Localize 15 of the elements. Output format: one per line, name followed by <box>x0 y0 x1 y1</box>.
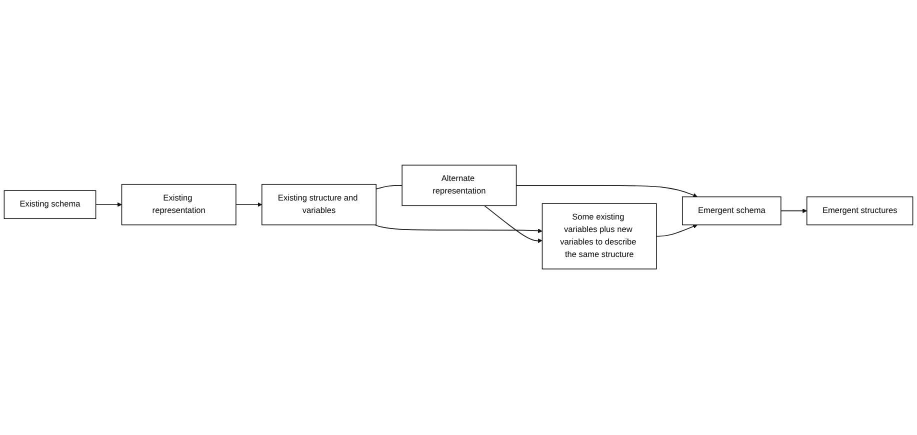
arrow <box>780 208 808 214</box>
node-box: Alternate representation <box>402 165 517 206</box>
arrow <box>516 185 698 198</box>
node-box: Emergent structures <box>806 196 914 226</box>
node-box: Existing representation <box>121 184 236 226</box>
arrow <box>656 224 698 238</box>
node-box: Existing structure and variables <box>262 184 376 226</box>
arrow <box>236 202 262 208</box>
node-box: Emergent schema <box>682 196 782 226</box>
node-box: Some existing variables plus new variables to describe the same structure <box>542 204 657 270</box>
node-box: Existing schema <box>4 190 96 220</box>
arrow <box>484 206 542 244</box>
arrow <box>374 224 542 234</box>
connector <box>376 185 402 190</box>
arrow <box>95 202 122 208</box>
